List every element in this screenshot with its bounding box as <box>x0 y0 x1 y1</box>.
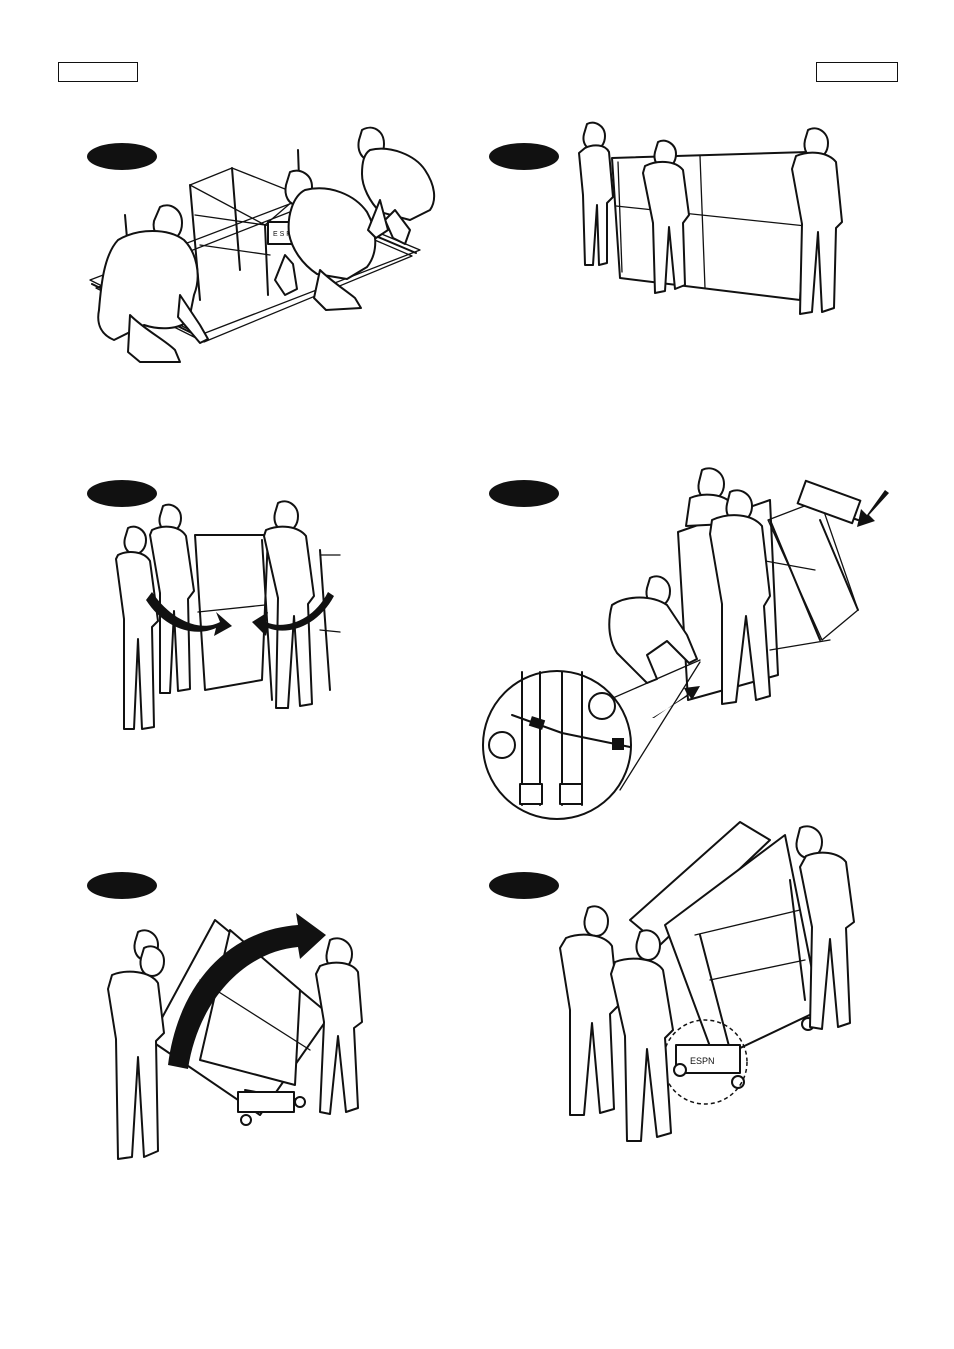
step-4-illustration <box>483 468 889 819</box>
step-6-illustration: ESPN <box>560 822 854 1141</box>
step-3-illustration <box>116 501 340 729</box>
svg-text:ESPN: ESPN <box>690 1056 715 1066</box>
step-1-illustration: E S P N <box>90 128 434 362</box>
step-5-illustration <box>108 913 362 1159</box>
step-2-illustration <box>579 123 842 314</box>
